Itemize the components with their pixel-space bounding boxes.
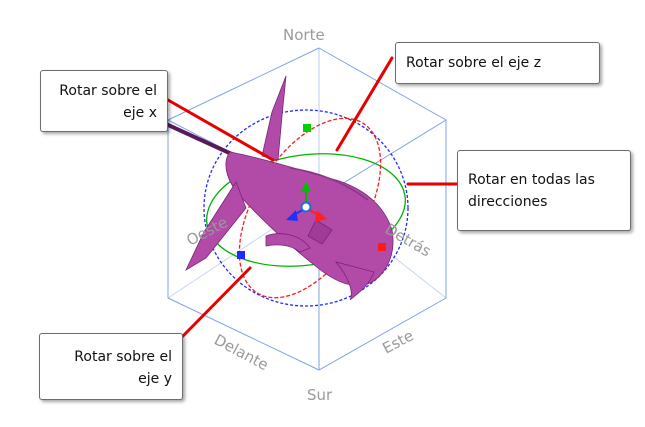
direction-label-south: Sur xyxy=(307,386,333,404)
y-rotation-handle[interactable] xyxy=(237,251,245,259)
z-axis-arrow-icon[interactable] xyxy=(301,181,311,192)
callout-pointers xyxy=(166,56,459,338)
callout-rotate-y: Rotar sobre el eje y xyxy=(39,333,183,400)
direction-label-north: Norte xyxy=(283,26,325,44)
direction-label-front: Delante xyxy=(211,331,271,374)
callout-rotate-z: Rotar sobre el eje z xyxy=(395,42,600,84)
x-axis-arrow-icon[interactable] xyxy=(315,210,327,222)
x-rotation-handle[interactable] xyxy=(378,243,386,251)
y-axis-arrow-icon[interactable] xyxy=(286,210,298,221)
aircraft-model-icon[interactable] xyxy=(165,75,394,301)
callout-rotate-all: Rotar en todas las direcciones xyxy=(457,150,631,231)
direction-label-east: Este xyxy=(379,326,416,357)
rotation-handles[interactable] xyxy=(237,124,386,259)
z-rotation-handle[interactable] xyxy=(303,124,311,132)
gizmo-center-handle[interactable] xyxy=(300,201,312,213)
callout-rotate-x: Rotar sobre el eje x xyxy=(40,70,168,132)
rotation-ring-all xyxy=(203,109,409,307)
